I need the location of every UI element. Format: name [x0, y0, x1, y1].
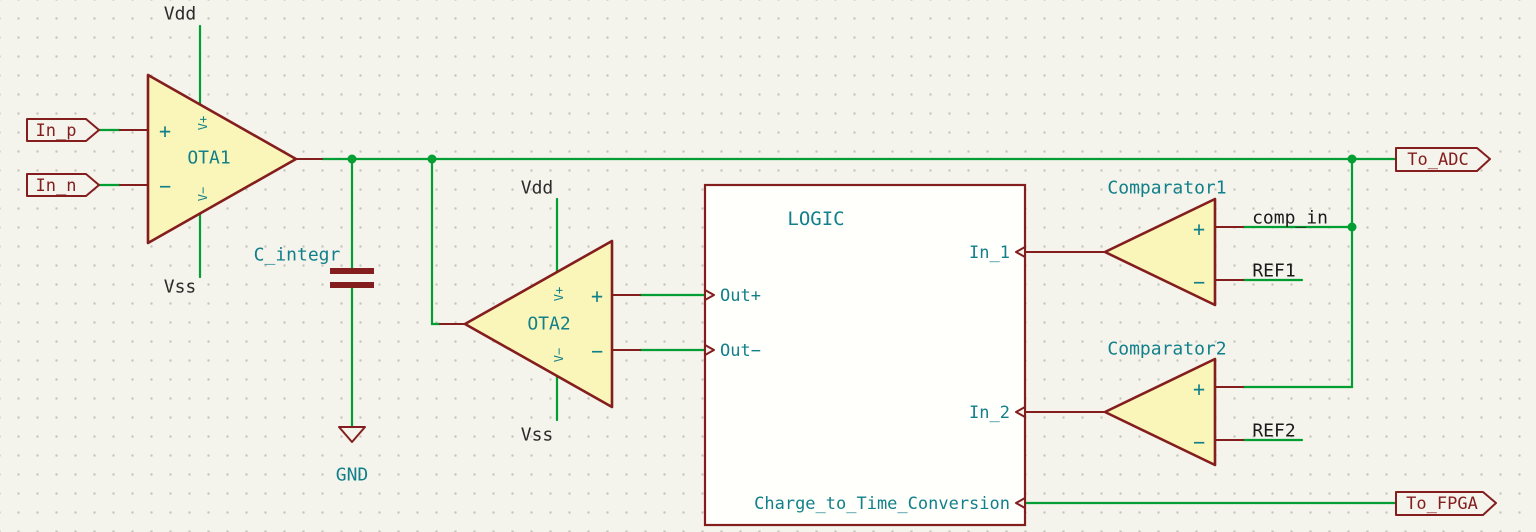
- logic-pin-outp-label: Out+: [720, 286, 761, 306]
- ota1-vplus-label: V+: [196, 116, 210, 130]
- ota1-minus-sign: −: [159, 174, 171, 198]
- port-to-adc-shape[interactable]: [1395, 147, 1491, 172]
- logic-body[interactable]: [703, 183, 1027, 527]
- ota2-vminus-label: V−: [552, 348, 566, 362]
- ota1-name[interactable]: OTA1: [187, 148, 230, 169]
- comp1-minus-sign: −: [1193, 270, 1205, 294]
- logic-pin-glyph-outm: [704, 344, 715, 356]
- comp2-body[interactable]: [1103, 357, 1217, 467]
- comparator1-symbol[interactable]: + − Comparator1: [1023, 178, 1245, 307]
- port-in-n[interactable]: In_n: [26, 173, 100, 197]
- ota1-symbol[interactable]: + − V+ V− OTA1: [118, 73, 324, 245]
- cap-name[interactable]: C_integr: [254, 245, 341, 266]
- wire-ota2-feedback[interactable]: [430, 157, 442, 326]
- ota2-vplus-label: V+: [552, 287, 566, 301]
- net-label-comp-in[interactable]: comp_in: [1252, 208, 1328, 229]
- comp1-body[interactable]: [1103, 197, 1217, 307]
- logic-name[interactable]: LOGIC: [787, 208, 844, 230]
- wires: [97, 24, 1398, 505]
- logic-pin-bottom-label: Charge_to_Time_Conversion: [754, 494, 1010, 514]
- port-in-p-shape[interactable]: [26, 118, 100, 142]
- logic-pin-in2-label: In_2: [969, 403, 1010, 423]
- logic-pin-outm-label: Out−: [720, 341, 761, 361]
- ota2-symbol[interactable]: + − V+ V− OTA2: [438, 239, 642, 409]
- junction-dot: [427, 154, 437, 164]
- ota1-body[interactable]: [146, 73, 298, 245]
- port-to-adc[interactable]: To_ADC: [1395, 147, 1491, 172]
- ota2-minus-sign: −: [591, 339, 603, 363]
- junction-dot: [1347, 154, 1357, 164]
- gnd-arrow[interactable]: [338, 426, 366, 443]
- port-to-fpga[interactable]: To_FPGA: [1395, 491, 1497, 516]
- port-in-n-label: In_n: [36, 176, 77, 196]
- power-label-vss2[interactable]: Vss: [521, 425, 554, 446]
- comparator2-symbol[interactable]: + − Comparator2: [1023, 339, 1245, 467]
- port-in-p-label: In_p: [36, 121, 77, 141]
- ota2-plus-sign: +: [591, 284, 603, 308]
- logic-pin-in1-label: In_1: [969, 243, 1010, 263]
- comp2-name[interactable]: Comparator2: [1107, 339, 1226, 360]
- port-to-fpga-label: To_FPGA: [1406, 494, 1478, 514]
- port-in-n-shape[interactable]: [26, 173, 100, 197]
- port-to-fpga-shape[interactable]: [1395, 491, 1497, 516]
- junctions: [347, 154, 1357, 232]
- power-label-vdd1[interactable]: Vdd: [164, 4, 197, 25]
- net-label-ref2[interactable]: REF2: [1252, 421, 1295, 442]
- ota2-name[interactable]: OTA2: [527, 314, 570, 335]
- comp2-plus-sign: +: [1193, 377, 1205, 401]
- logic-pin-glyph-bottom: [1015, 497, 1026, 509]
- logic-pin-glyph-outp: [704, 289, 715, 301]
- gnd-label: GND: [336, 465, 369, 486]
- power-label-vss1[interactable]: Vss: [164, 277, 197, 298]
- comp2-minus-sign: −: [1193, 430, 1205, 454]
- comp1-name[interactable]: Comparator1: [1107, 178, 1226, 199]
- gnd-symbol[interactable]: GND: [336, 426, 369, 486]
- logic-block[interactable]: LOGIC Out+ Out− In_1 In_2 Charge_to_Time…: [703, 183, 1027, 527]
- comp1-plus-sign: +: [1193, 217, 1205, 241]
- capacitor-c-integr[interactable]: C_integr: [254, 245, 374, 288]
- junction-dot: [1347, 222, 1357, 232]
- port-in-p[interactable]: In_p: [26, 118, 100, 142]
- ota1-plus-sign: +: [159, 119, 171, 143]
- ota1-vminus-label: V−: [196, 187, 210, 201]
- power-label-vdd2[interactable]: Vdd: [521, 178, 554, 199]
- junction-dot: [347, 154, 357, 164]
- ota2-body[interactable]: [463, 239, 614, 409]
- net-label-ref1[interactable]: REF1: [1252, 261, 1295, 282]
- wire-comp-vertical[interactable]: [1241, 157, 1354, 389]
- port-to-adc-label: To_ADC: [1407, 150, 1468, 170]
